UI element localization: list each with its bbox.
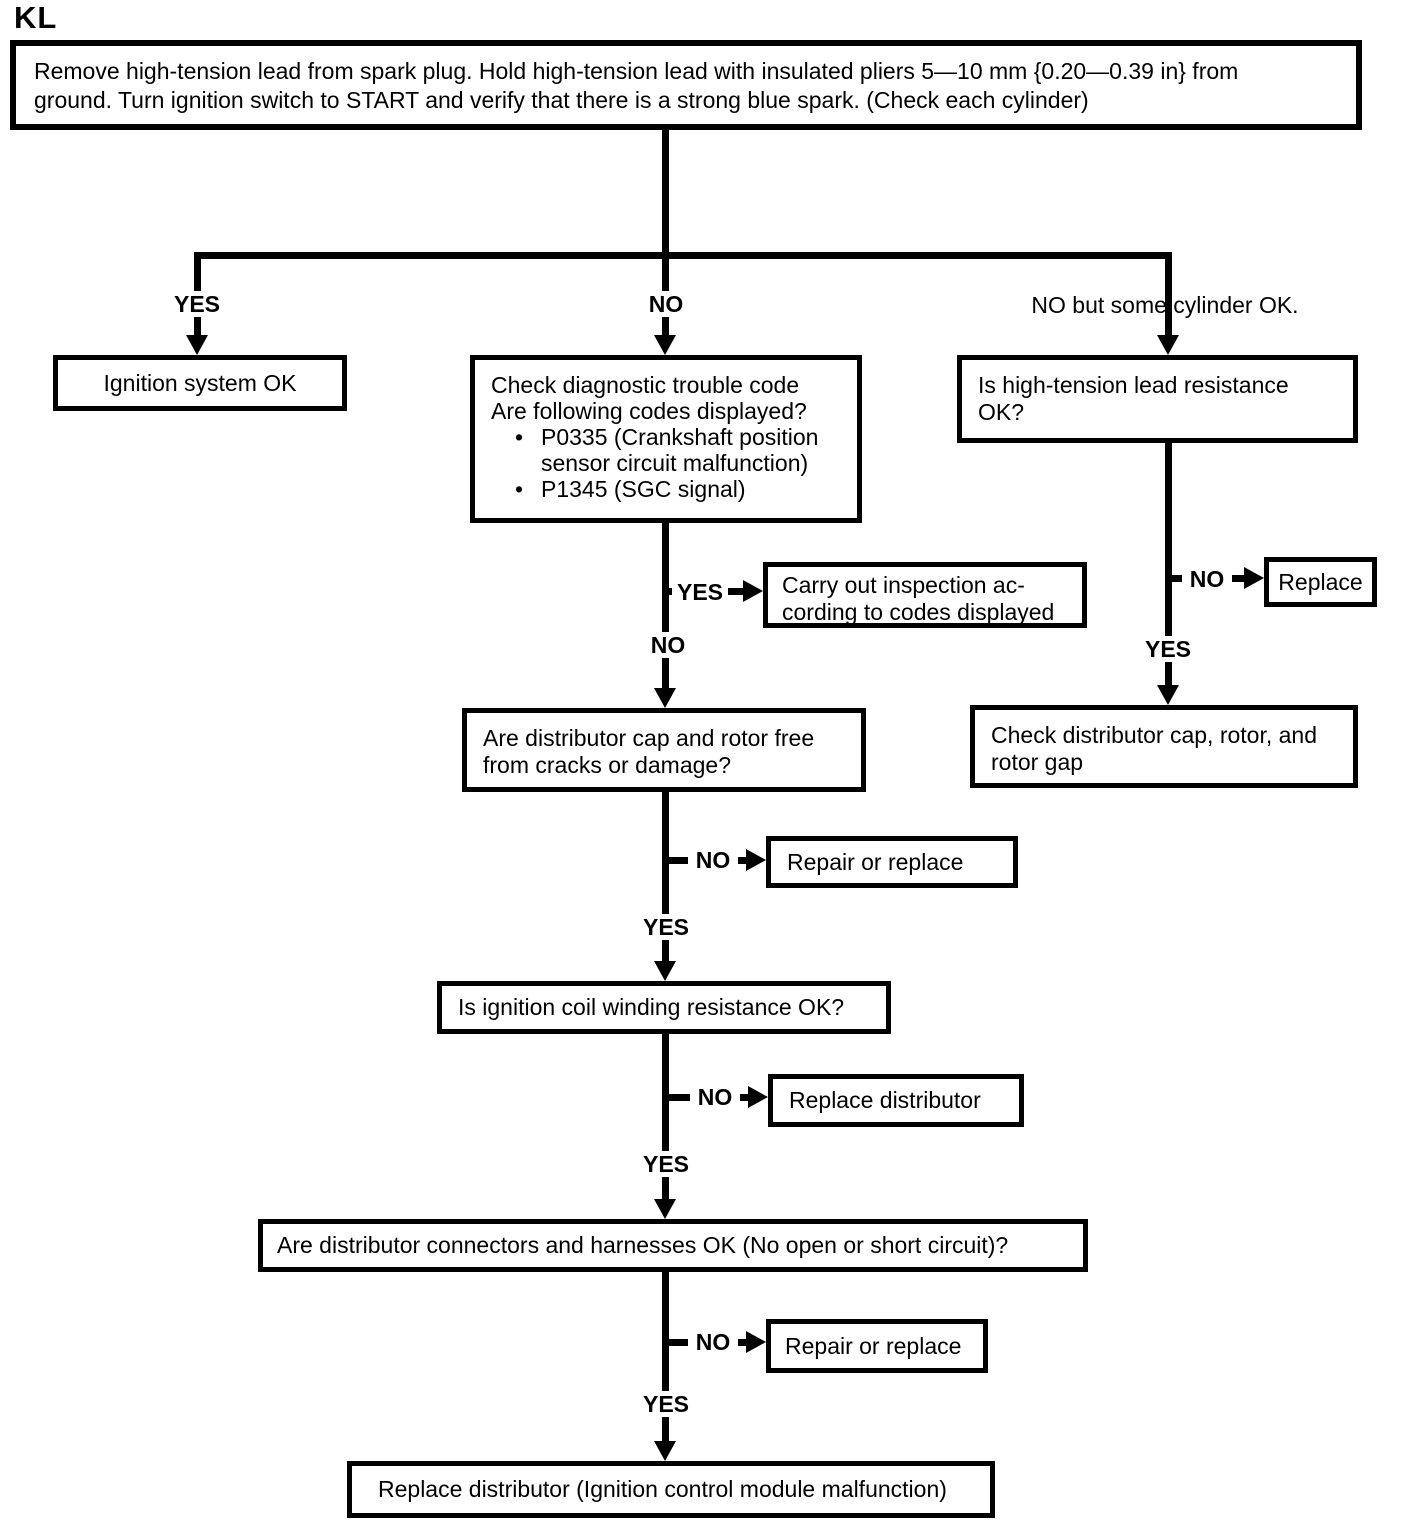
bullet-icon: • (515, 476, 524, 502)
label-no-to-replace-distributor: NO (690, 1084, 740, 1110)
node-cap-rotor-free: Are distributor cap and rotor free from … (462, 708, 866, 792)
connector-line (662, 126, 669, 337)
arrow-down-icon (654, 1441, 676, 1461)
arrow-down-icon (186, 335, 208, 355)
arrow-down-icon (654, 1199, 676, 1219)
node-carry-out-inspection: Carry out inspection ac- cording to code… (763, 562, 1087, 628)
arrow-right-icon (748, 1086, 768, 1108)
label-yes-left: YES (168, 291, 226, 317)
arrow-down-icon (654, 335, 676, 355)
node-carry-out-line2: cording to codes displayed (782, 599, 1055, 625)
connector-line (1165, 252, 1172, 337)
node-check-cap-rotor-gap: Check distributor cap, rotor, and rotor … (970, 705, 1358, 788)
connector-line (194, 252, 1172, 259)
node-start-line2: ground. Turn ignition switch to START an… (34, 87, 1089, 113)
label-yes-mid-2: YES (640, 1151, 692, 1177)
code-item-text: P0335 (Crankshaft position sensor circui… (541, 424, 819, 476)
node-repair-or-replace-2: Repair or replace (766, 1319, 988, 1373)
connector-line (1165, 438, 1172, 687)
label-yes-to-carry-out: YES (672, 579, 728, 605)
node-check-codes-line2: Are following codes displayed? (491, 398, 807, 424)
node-connectors-ok: Are distributor connectors and harnesses… (258, 1219, 1088, 1272)
arrow-down-icon (654, 688, 676, 708)
arrow-right-icon (746, 1331, 766, 1353)
bullet-icon: • (515, 424, 524, 450)
code-item-p0335: • P0335 (Crankshaft position sensor circ… (515, 424, 841, 476)
label-no-to-replace: NO (1182, 566, 1232, 592)
label-no-below-codes: NO (644, 632, 692, 658)
node-ignition-system-ok: Ignition system OK (53, 355, 347, 411)
node-start-line1: Remove high-tension lead from spark plug… (34, 58, 1239, 84)
connector-line (662, 788, 669, 963)
node-lead-resistance-ok: Is high-tension lead resistance OK? (957, 355, 1358, 443)
node-check-codes-line1: Check diagnostic trouble code (491, 372, 800, 398)
label-no-but-some-cylinder-ok: NO but some cylinder OK. (1031, 292, 1299, 318)
node-replace-distributor-icm: Replace distributor (Ignition control mo… (347, 1461, 995, 1518)
code-item-p1345: • P1345 (SGC signal) (515, 476, 841, 502)
label-no-to-repair-1: NO (688, 847, 738, 873)
label-yes-mid-1: YES (640, 914, 692, 940)
node-replace-distributor: Replace distributor (768, 1074, 1024, 1127)
arrow-down-icon (1157, 685, 1179, 705)
connector-line (662, 1268, 669, 1443)
arrow-right-icon (1244, 567, 1264, 589)
node-carry-out-line1: Carry out inspection ac- (782, 572, 1025, 598)
label-yes-mid-3: YES (640, 1391, 692, 1417)
label-no-to-repair-2: NO (688, 1329, 738, 1355)
node-start: Remove high-tension lead from spark plug… (10, 40, 1362, 130)
node-replace: Replace (1264, 557, 1377, 607)
arrow-down-icon (1157, 335, 1179, 355)
label-yes-right: YES (1141, 636, 1195, 662)
arrow-right-icon (743, 580, 763, 602)
connector-line (662, 518, 669, 690)
node-check-diagnostic-codes: Check diagnostic trouble code Are follow… (470, 355, 862, 523)
node-repair-or-replace-1: Repair or replace (766, 836, 1018, 888)
arrow-right-icon (746, 849, 766, 871)
arrow-down-icon (654, 961, 676, 981)
code-list: • P0335 (Crankshaft position sensor circ… (515, 424, 841, 502)
label-no-center: NO (640, 291, 692, 317)
code-item-text: P1345 (SGC signal) (541, 476, 746, 502)
connector-line (662, 1030, 669, 1201)
node-coil-resistance-ok: Is ignition coil winding resistance OK? (437, 981, 891, 1034)
page-title: KL (14, 0, 58, 35)
